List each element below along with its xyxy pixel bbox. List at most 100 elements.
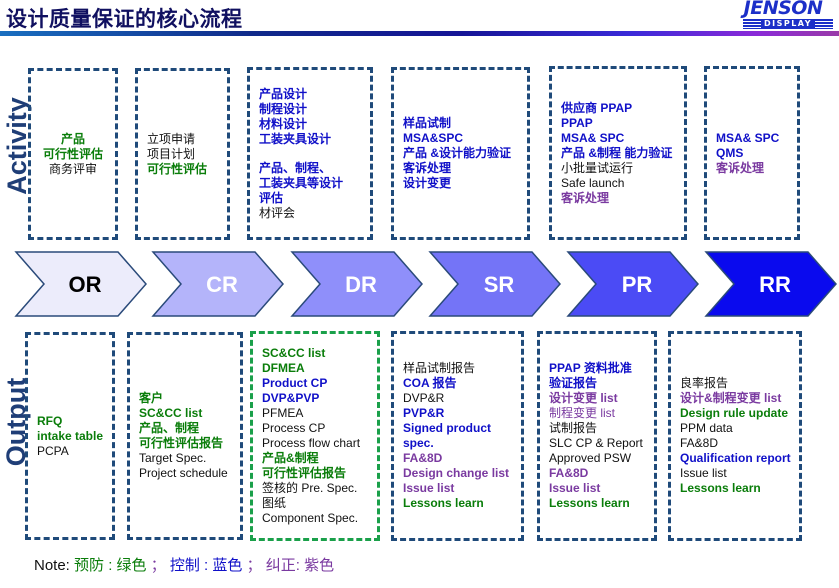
stage-chevron-pr [566, 251, 699, 317]
output-item: DFMEA [262, 361, 305, 375]
activity-item: 项目计划 [147, 146, 196, 161]
activity-box-or: 产品可行性评估商务评审 [28, 68, 118, 240]
activity-item: 样品试制 [403, 116, 452, 130]
output-item: 良率报告 [680, 376, 729, 390]
output-item: Issue list [680, 466, 727, 480]
output-item: 图纸 [262, 496, 287, 510]
activity-item: 产品 &设计能力验证 [403, 146, 512, 160]
output-item: 试制报告 [549, 421, 598, 435]
output-item: PPM data [680, 421, 733, 435]
output-item: Issue list [403, 481, 455, 495]
activity-item: 可行性评估 [147, 161, 208, 176]
note-part: 预防 : 绿色 [74, 557, 147, 574]
output-item: Process CP [262, 421, 326, 435]
output-item: FA&8D [680, 436, 719, 450]
output-item: Lessons learn [680, 481, 761, 495]
activity-item: MSA& SPC [716, 130, 780, 145]
stage-label-pr: PR [622, 272, 653, 297]
output-item: PFMEA [262, 406, 304, 420]
output-item: 设计变更 list [549, 391, 618, 405]
activity-item: 设计变更 [403, 176, 452, 190]
output-item: Issue list [549, 481, 601, 495]
note-prefix: Note: [34, 557, 75, 574]
activity-item: 客诉处理 [716, 160, 765, 175]
activity-box-dr: 产品设计制程设计材料设计工装夹具设计产品、制程、工装夹具等设计评估材评会 [247, 67, 373, 240]
activity-item: 供应商 PPAP [561, 100, 633, 115]
output-item: Design rule update [680, 406, 789, 420]
output-item: Signed product [403, 421, 491, 435]
activity-item: 立项申请 [147, 131, 196, 146]
output-item: Project schedule [139, 466, 228, 480]
stage-chevron-or [14, 251, 147, 317]
activity-item: MSA&SPC [403, 131, 464, 145]
output-item: Design change list [403, 466, 510, 480]
output-item: 样品试制报告 [403, 361, 476, 375]
stage-label-rr: RR [759, 272, 791, 297]
output-item: Qualification report [680, 451, 791, 465]
activity-item: 材料设计 [259, 116, 308, 131]
stage-label-or: OR [69, 272, 102, 297]
note-part: 纠正: 紫色 [265, 557, 335, 574]
activity-item: 工装夹具等设计 [259, 175, 344, 190]
activity-item: 可行性评估 [42, 146, 103, 161]
output-item: Lessons learn [403, 496, 484, 510]
stage-chevron-sr [428, 251, 561, 317]
stage-label-dr: DR [345, 272, 377, 297]
output-item: COA 报告 [403, 376, 457, 390]
output-item: 制程变更 list [549, 406, 616, 420]
output-item: 客户 [139, 391, 164, 405]
stage-chevron-cr [151, 251, 284, 317]
output-item: Component Spec. [262, 511, 359, 525]
activity-item: PPAP [561, 115, 593, 130]
output-item: FA&8D [403, 451, 443, 465]
activity-item: 商务评审 [48, 161, 97, 176]
output-item: PVP&R [403, 406, 445, 420]
activity-item: 客诉处理 [561, 190, 610, 205]
activity-box-cr: 立项申请项目计划可行性评估 [135, 68, 230, 240]
stage-label-cr: CR [206, 272, 238, 297]
note-part: 控制 : 蓝色 [169, 557, 243, 574]
logo-sub-label: DISPLAY [760, 19, 816, 28]
output-item: intake table [37, 428, 104, 443]
line-spacer [259, 147, 370, 161]
output-item: SC&CC list [139, 406, 203, 420]
output-item: FA&8D [549, 466, 589, 480]
page-title: 设计质量保证的核心流程 [6, 8, 243, 31]
company-logo: JENSON DISPLAY [733, 0, 833, 30]
output-item: Target Spec. [139, 451, 207, 465]
color-legend-note: Note: 预防 : 绿色 ； 控制 : 蓝色 ； 纠正: 紫色 [34, 554, 334, 575]
note-parts: 预防 : 绿色 ； 控制 : 蓝色 ； 纠正: 紫色 [74, 557, 334, 574]
activity-item: 制程设计 [259, 101, 308, 116]
output-item: SC&CC list [262, 346, 326, 360]
title-underline [0, 31, 839, 36]
output-item: 产品&制程 [262, 451, 319, 465]
activity-item: QMS [716, 145, 744, 160]
output-item: Approved PSW [549, 451, 632, 465]
stage-chevron-row: OR CR DR SR PR RR [14, 251, 837, 317]
output-item: Lessons learn [549, 496, 630, 510]
activity-item: 材评会 [259, 205, 296, 220]
activity-item: 工装夹具设计 [259, 131, 332, 146]
activity-item: 产品设计 [259, 86, 308, 101]
stage-chevron-dr [290, 251, 423, 317]
output-item: DVP&R [403, 391, 445, 405]
output-item: 可行性评估报告 [139, 436, 224, 450]
activity-item: 客诉处理 [403, 161, 452, 175]
activity-item: 产品 &制程 能力验证 [561, 145, 673, 160]
activity-item: 产品、制程、 [259, 160, 332, 175]
output-item: 签核的 Pre. Spec. [262, 481, 358, 495]
note-part: ； [242, 557, 266, 574]
activity-item: 小批量试运行 [561, 160, 634, 175]
activity-item: 评估 [259, 190, 284, 205]
stage-label-sr: SR [484, 272, 515, 297]
output-item: RFQ [37, 413, 63, 428]
output-item: Process flow chart [262, 436, 361, 450]
